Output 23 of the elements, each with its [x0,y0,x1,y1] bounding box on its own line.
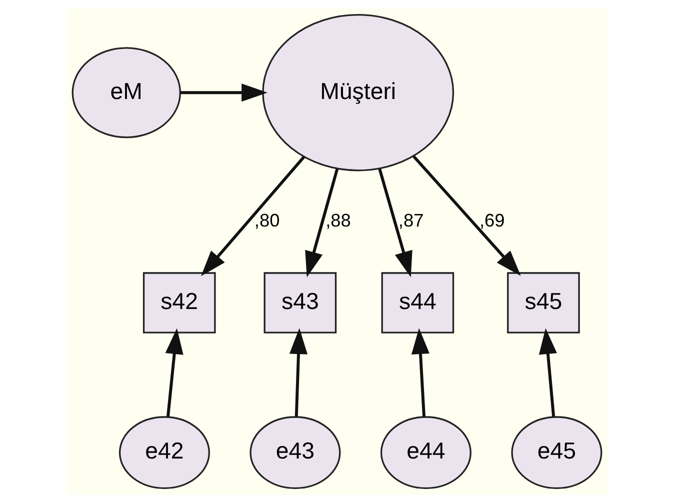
node-ellipse: Müşteri [262,14,454,172]
edge-label: ,87 [398,210,424,230]
node-ellipse: e44 [380,416,472,489]
arrow [305,168,339,278]
arrow [378,168,412,278]
node-box: s44 [381,272,454,334]
node-box: s45 [507,272,580,334]
arrow [412,155,521,276]
edge-label: ,80 [254,210,280,230]
node-box: s42 [142,272,216,334]
node-ellipse: eM [72,47,182,138]
arrow [411,328,430,417]
edge-label: ,69 [480,210,505,230]
arrow [201,156,306,276]
arrow [180,84,268,102]
arrow [538,328,557,417]
arrow [289,328,308,417]
arrow [165,328,184,417]
node-ellipse: e45 [511,416,602,489]
node-ellipse: e43 [250,416,341,489]
node-ellipse: e42 [118,416,210,489]
node-box: s43 [264,272,337,334]
edge-label: ,88 [326,210,351,230]
